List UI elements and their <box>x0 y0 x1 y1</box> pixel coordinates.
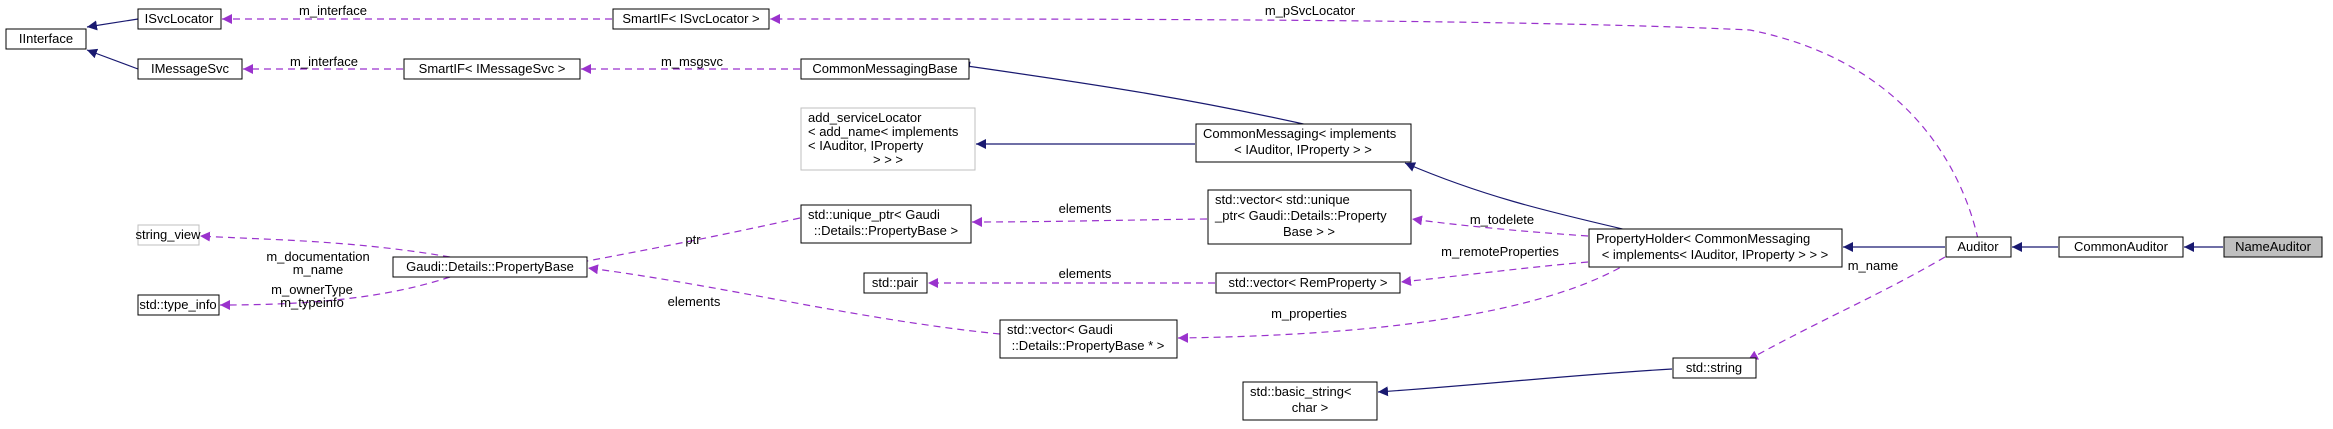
node-label: < add_name< implements <box>808 124 959 139</box>
edge-label-m-msgsvc: m_msgsvc <box>661 54 724 69</box>
node-label: std::pair <box>872 275 919 290</box>
node-unique-ptr[interactable]: std::unique_ptr< Gaudi ::Details::Proper… <box>800 204 972 244</box>
use-edge-propertybase-type-info <box>219 276 451 310</box>
node-vector-unique-ptr[interactable]: std::vector< std::unique _ptr< Gaudi::De… <box>1207 189 1412 245</box>
edge-label-elements: elements <box>1059 201 1112 216</box>
node-std-string[interactable]: std::string <box>1672 357 1757 379</box>
node-label: ISvcLocator <box>145 11 214 26</box>
node-commonmessagingbase[interactable]: CommonMessagingBase <box>800 58 970 80</box>
node-label: _ptr< Gaudi::Details::Property <box>1214 208 1387 223</box>
node-vector-propertybase-ptr[interactable]: std::vector< Gaudi ::Details::PropertyBa… <box>999 319 1178 359</box>
node-std-pair[interactable]: std::pair <box>863 272 928 294</box>
inherit-edge-propertyholder-commonmessaging <box>1404 162 1641 234</box>
node-add-servicelocator[interactable]: add_serviceLocator < add_name< implement… <box>800 107 976 171</box>
node-auditor[interactable]: Auditor <box>1945 236 2012 258</box>
node-label: char > <box>1292 400 1329 415</box>
node-label: Base > > <box>1283 224 1335 239</box>
use-edge-vector-pbptr-propertybase <box>587 264 1001 335</box>
edge-label-m-documentation: m_documentation <box>266 249 369 264</box>
node-vector-remproperty[interactable]: std::vector< RemProperty > <box>1215 272 1401 294</box>
node-label: NameAuditor <box>2235 239 2312 254</box>
edge-label-m-name: m_name <box>1848 258 1899 273</box>
edge-label-m-ownertype: m_ownerType <box>271 282 353 297</box>
node-label: ::Details::PropertyBase > <box>814 223 958 238</box>
use-edge-auditor-string <box>1747 256 1946 361</box>
node-label: CommonMessagingBase <box>812 61 957 76</box>
node-label: < implements< IAuditor, IProperty > > > <box>1602 247 1829 262</box>
node-iinterface[interactable]: IInterface <box>5 28 87 50</box>
edge-label-ptr: ptr <box>685 232 701 247</box>
use-edge-propertybase-string-view <box>199 231 451 258</box>
node-label: IMessageSvc <box>151 61 230 76</box>
node-smartif-isvclocator[interactable]: SmartIF< ISvcLocator > <box>612 8 770 30</box>
edge-label-m-name: m_name <box>293 262 344 277</box>
node-label: ::Details::PropertyBase * > <box>1012 338 1165 353</box>
node-label: < IAuditor, IProperty > > <box>1234 142 1372 157</box>
node-propertyholder[interactable]: PropertyHolder< CommonMessaging < implem… <box>1588 228 1843 268</box>
node-label: SmartIF< ISvcLocator > <box>622 11 759 26</box>
inherit-edge-isvclocator-iinterface <box>86 18 139 31</box>
node-label: std::string <box>1686 360 1742 375</box>
edge-label-m-remoteproperties: m_remoteProperties <box>1441 244 1559 259</box>
edge-label-m-typeinfo: m_typeinfo <box>280 295 344 310</box>
edge-label-m-properties: m_properties <box>1271 306 1347 321</box>
node-label: CommonAuditor <box>2074 239 2169 254</box>
node-smartif-imessagesvc[interactable]: SmartIF< IMessageSvc > <box>403 58 581 80</box>
node-label: add_serviceLocator <box>808 110 922 125</box>
node-commonauditor[interactable]: CommonAuditor <box>2058 236 2184 258</box>
node-label: IInterface <box>19 31 73 46</box>
node-type-info[interactable]: std::type_info <box>137 294 220 316</box>
node-label: SmartIF< IMessageSvc > <box>419 61 566 76</box>
inherit-edge-imessagesvc-iinterface <box>86 48 139 70</box>
node-propertybase[interactable]: Gaudi::Details::PropertyBase <box>392 256 588 278</box>
use-edge-propertyholder-vector-unique <box>1411 215 1589 237</box>
edge-label-m-interface: m_interface <box>299 3 367 18</box>
edge-label-m-psvclocator: m_pSvcLocator <box>1265 3 1356 18</box>
node-label: > > > <box>873 152 903 167</box>
node-label: std::basic_string< <box>1250 384 1352 399</box>
use-edge-propertyholder-vector-pbptr <box>1177 261 1631 343</box>
node-label: Auditor <box>1957 239 1999 254</box>
node-label: Gaudi::Details::PropertyBase <box>406 259 574 274</box>
edge-label-m-interface: m_interface <box>290 54 358 69</box>
node-label: std::type_info <box>139 297 216 312</box>
use-edge-vector-unique-unique-ptr <box>971 216 1208 227</box>
node-label: std::vector< RemProperty > <box>1229 275 1388 290</box>
node-label: std::unique_ptr< Gaudi <box>808 207 940 222</box>
inherit-edge-string-basic-string <box>1377 368 1673 397</box>
use-edge-propertyholder-vector-remproperty <box>1400 261 1589 286</box>
edge-label-elements: elements <box>1059 266 1112 281</box>
node-label: < IAuditor, IProperty <box>808 138 924 153</box>
node-label: string_view <box>135 227 201 242</box>
edge-label-m-todelete: m_todelete <box>1470 212 1534 227</box>
node-label: std::vector< Gaudi <box>1007 322 1113 337</box>
node-imessagesvc[interactable]: IMessageSvc <box>137 58 243 80</box>
node-commonmessaging[interactable]: CommonMessaging< implements < IAuditor, … <box>1195 123 1412 163</box>
use-edge-unique-ptr-propertybase <box>554 217 801 271</box>
node-string-view[interactable]: string_view <box>135 224 201 246</box>
node-label: std::vector< std::unique <box>1215 192 1350 207</box>
edge-label-elements: elements <box>668 294 721 309</box>
node-basic-string[interactable]: std::basic_string< char > <box>1242 381 1378 421</box>
node-label: PropertyHolder< CommonMessaging <box>1596 231 1810 246</box>
node-nameauditor[interactable]: NameAuditor <box>2223 236 2323 258</box>
inherit-edge-commonmessaging-commonmessagingbase <box>959 61 1331 131</box>
node-isvclocator[interactable]: ISvcLocator <box>137 8 222 30</box>
node-label: CommonMessaging< implements <box>1203 126 1397 141</box>
